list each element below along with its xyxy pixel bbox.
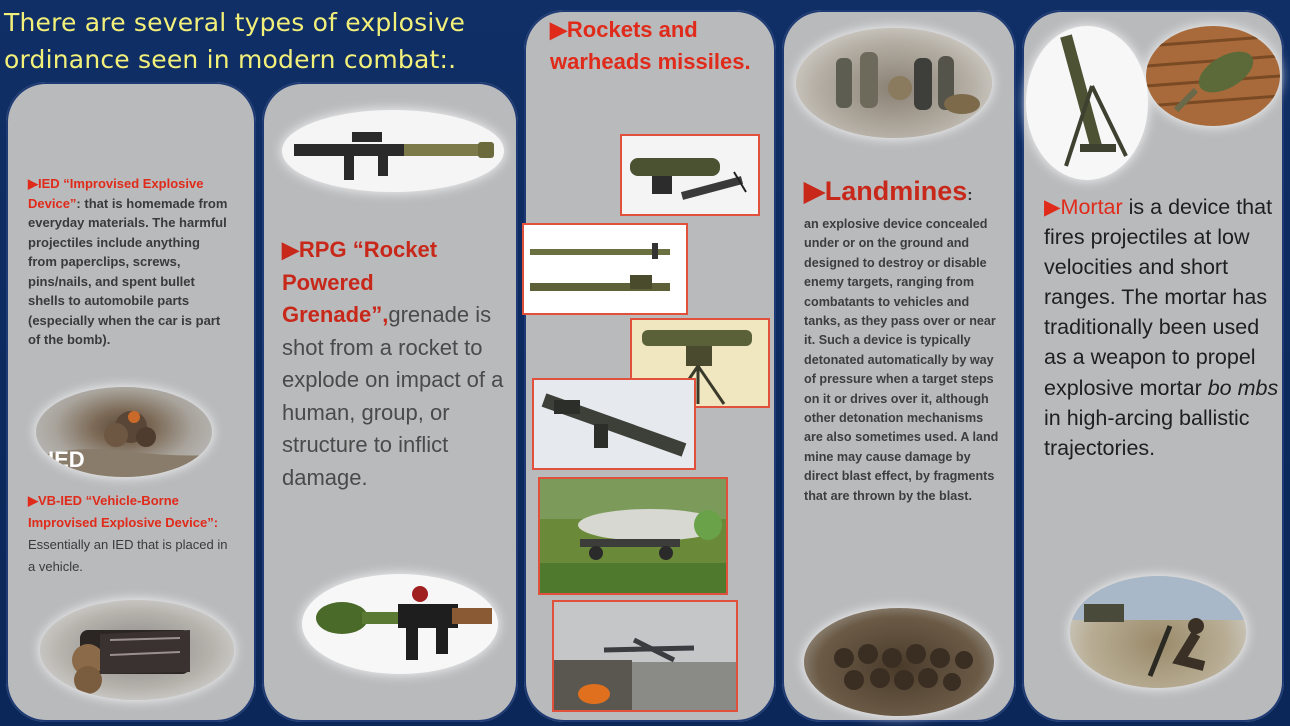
cruise-missile-image xyxy=(538,477,728,595)
javelin-missile-image xyxy=(620,134,760,216)
rpg-marker: ▶ xyxy=(282,237,299,262)
ied-heading: IED “Improvised Explosive Device” xyxy=(28,176,204,211)
mortar-body-a: is a device that fires projectiles at lo… xyxy=(1044,195,1273,400)
vbied-car-bomb-image xyxy=(40,600,234,700)
ied-marker: ▶ xyxy=(28,176,38,191)
vbied-description: ▶VB-IED “Vehicle-Borne Improvised Explos… xyxy=(28,490,238,578)
rpg-heading: RPG “Rocket Powered Grenade”, xyxy=(282,237,438,327)
vbied-marker: ▶ xyxy=(28,493,38,508)
mortar-body-em: bo mbs xyxy=(1207,375,1279,400)
landmines-marker: ▶ xyxy=(804,176,825,206)
slide-title: There are several types of explosive ord… xyxy=(4,8,466,74)
drone-strike-image xyxy=(552,600,738,712)
rpg-grenade-image xyxy=(302,574,498,674)
mortar-bomb-image xyxy=(1146,26,1280,126)
panel-mortar: ▶Mortar is a device that fires projectil… xyxy=(1022,10,1284,722)
landmines-description: an explosive device concealed under or o… xyxy=(804,217,999,503)
vbied-body: Essentially an IED that is placed in a v… xyxy=(28,537,228,574)
landmines-colon: : xyxy=(967,187,973,204)
landmine-shells-image xyxy=(796,28,992,138)
rpg-body: grenade is shot from a rocket to explode… xyxy=(282,302,504,490)
mortar-tube-image xyxy=(1026,26,1148,180)
rockets-heading-text: Rockets and warheads missiles. xyxy=(550,17,751,74)
ied-image-label: IED xyxy=(48,447,85,472)
mortar-description: ▶Mortar is a device that fires projectil… xyxy=(1044,192,1280,463)
mortar-heading: Mortar xyxy=(1060,195,1123,219)
rockets-heading: ▶Rockets and warheads missiles. xyxy=(550,14,780,78)
rockets-marker: ▶ xyxy=(550,17,567,42)
landmines-heading: ▶Landmines: xyxy=(804,176,973,207)
panel-rockets: ▶Rockets and warheads missiles. xyxy=(522,10,776,722)
landmines-heading-text: Landmines xyxy=(824,176,968,206)
rpg-launcher-image xyxy=(282,110,504,192)
landmine-pile-image xyxy=(804,608,994,716)
ied-description: ▶IED “Improvised Explosive Device”: that… xyxy=(28,174,228,350)
mortar-marker: ▶ xyxy=(1044,195,1061,219)
panel-ied: ▶IED “Improvised Explosive Device”: that… xyxy=(6,82,256,722)
rpg-description: ▶RPG “Rocket Powered Grenade”,grenade is… xyxy=(282,234,512,494)
panel-rpg: ▶RPG “Rocket Powered Grenade”,grenade is… xyxy=(262,82,518,722)
ied-colon: : xyxy=(76,195,81,211)
stinger-launcher-image xyxy=(532,378,696,470)
launcher-tubes-image xyxy=(522,223,688,315)
ied-explosion-image: IED xyxy=(36,387,212,477)
mortar-body-b: in high-arcing ballistic trajectories. xyxy=(1044,405,1250,460)
vbied-heading: VB-IED “Vehicle-Borne Improvised Explosi… xyxy=(28,493,219,530)
mortar-soldier-image xyxy=(1070,576,1246,688)
ied-body: that is homemade from everyday materials… xyxy=(28,195,228,348)
panel-landmines: ▶Landmines: an explosive device conceale… xyxy=(782,10,1016,722)
